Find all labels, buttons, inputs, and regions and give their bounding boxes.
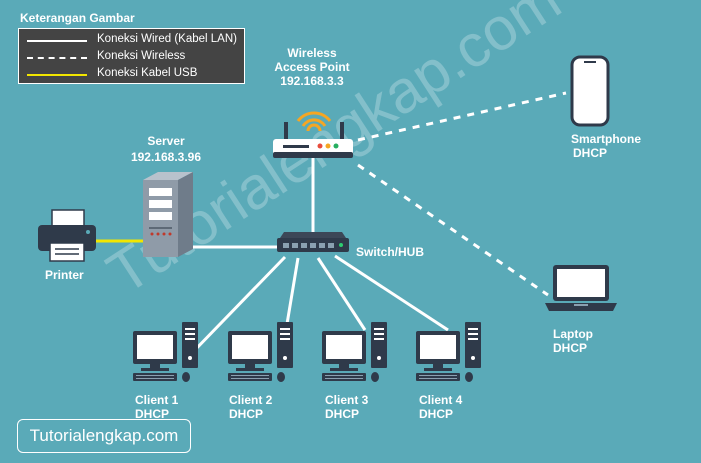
connections bbox=[96, 91, 567, 355]
legend: Koneksi Wired (Kabel LAN) Koneksi Wirele… bbox=[18, 28, 245, 84]
legend-usb-label: Koneksi Kabel USB bbox=[97, 67, 198, 79]
client-2-computer-icon bbox=[228, 322, 293, 382]
legend-title: Keterangan Gambar bbox=[20, 11, 135, 25]
client-1-ip-mode: DHCP bbox=[135, 407, 170, 421]
client-4-name: Client 4 bbox=[419, 393, 463, 407]
server-label: Server 192.168.3.96 bbox=[116, 134, 216, 164]
smartphone-icon bbox=[570, 55, 610, 127]
switch-icon bbox=[277, 232, 349, 252]
legend-wired-line-swatch bbox=[27, 40, 87, 42]
client-4-label: Client 4 DHCP bbox=[419, 393, 462, 421]
client-2-name: Client 2 bbox=[229, 393, 273, 407]
client-3-ip-mode: DHCP bbox=[325, 407, 360, 421]
smartphone-label: Smartphone DHCP bbox=[571, 132, 641, 160]
site-badge: Tutorialengkap.com bbox=[17, 419, 191, 453]
client-1-name: Client 1 bbox=[135, 393, 179, 407]
wired-link-switch-client1 bbox=[190, 255, 287, 355]
printer-label: Printer bbox=[45, 268, 84, 282]
laptop-ip-mode: DHCP bbox=[553, 341, 588, 355]
client-4-computer-icon bbox=[416, 322, 481, 382]
printer-icon bbox=[38, 209, 96, 262]
client-3-computer-icon bbox=[322, 322, 387, 382]
laptop-icon bbox=[545, 265, 617, 311]
legend-wireless-line-swatch bbox=[27, 57, 87, 59]
access-point-label: Wireless Access Point 192.168.3.3 bbox=[262, 46, 362, 88]
smartphone-ip-mode: DHCP bbox=[573, 146, 608, 160]
access-point-name-line2: Access Point bbox=[274, 60, 350, 74]
laptop-label: Laptop DHCP bbox=[553, 327, 593, 355]
server-ip: 192.168.3.96 bbox=[130, 150, 202, 164]
client-4-ip-mode: DHCP bbox=[419, 407, 454, 421]
client-3-name: Client 3 bbox=[325, 393, 369, 407]
client-2-ip-mode: DHCP bbox=[229, 407, 264, 421]
client-1-label: Client 1 DHCP bbox=[135, 393, 178, 421]
legend-usb-line-swatch bbox=[27, 74, 87, 76]
client-3-label: Client 3 DHCP bbox=[325, 393, 368, 421]
access-point-name-line1: Wireless bbox=[287, 46, 337, 60]
legend-wired-label: Koneksi Wired (Kabel LAN) bbox=[97, 33, 237, 45]
wired-link-switch-client3 bbox=[316, 257, 367, 331]
smartphone-name: Smartphone bbox=[571, 132, 642, 146]
wireless-link-ap-smartphone bbox=[357, 91, 567, 142]
laptop-name: Laptop bbox=[553, 327, 593, 341]
server-name: Server bbox=[147, 134, 185, 148]
wired-link-switch-client4 bbox=[334, 254, 449, 332]
access-point-icon bbox=[273, 111, 353, 158]
wired-link-switch-client2 bbox=[284, 257, 300, 331]
wireless-link-ap-laptop bbox=[357, 163, 549, 297]
client-1-computer-icon bbox=[133, 322, 198, 382]
client-2-label: Client 2 DHCP bbox=[229, 393, 272, 421]
server-icon bbox=[143, 172, 193, 257]
legend-wireless-label: Koneksi Wireless bbox=[97, 50, 186, 62]
access-point-ip: 192.168.3.3 bbox=[280, 74, 344, 88]
switch-label: Switch/HUB bbox=[356, 245, 425, 259]
